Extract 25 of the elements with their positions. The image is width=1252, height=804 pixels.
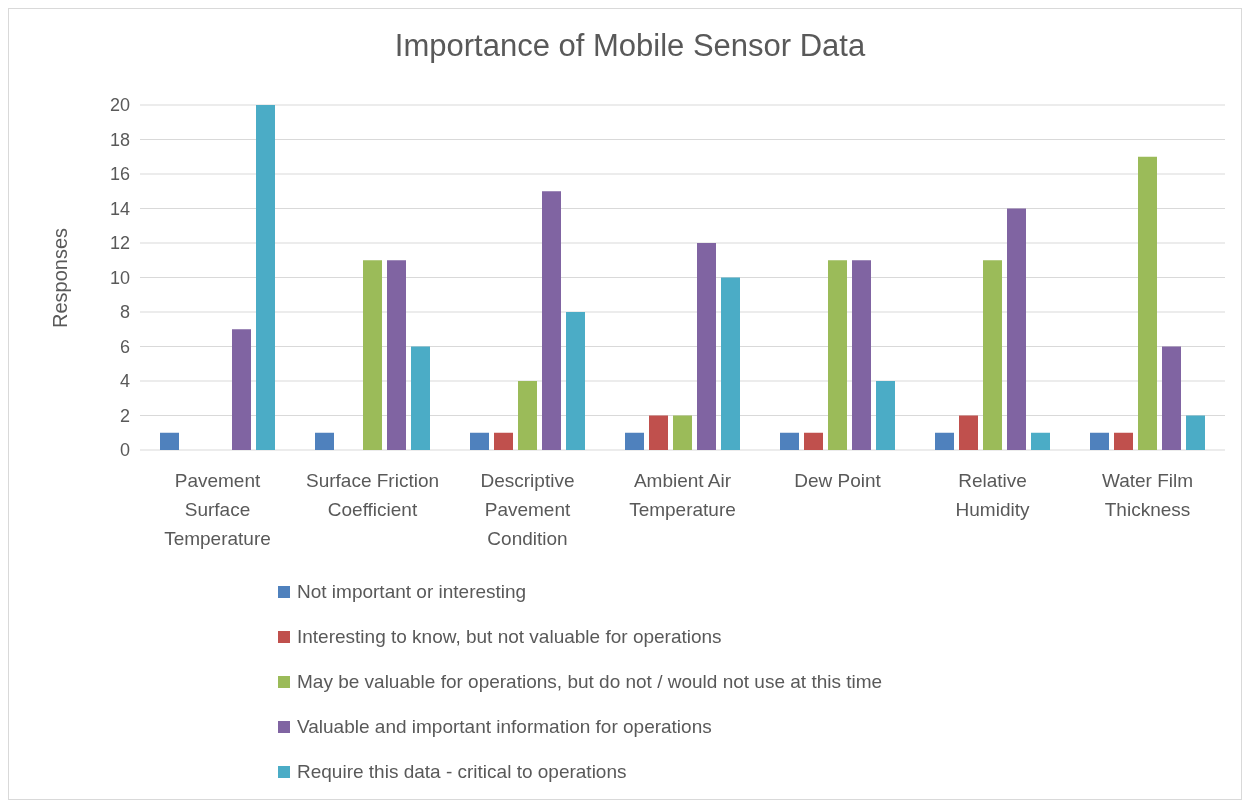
legend-label: Interesting to know, but not valuable for operations — [297, 626, 722, 648]
tick-label: 10 — [109, 267, 130, 288]
category-label: Descriptive Pavement Condition — [479, 469, 576, 551]
category-label: Ambient Air Temperature — [628, 469, 737, 522]
category-label: Dew Point — [793, 469, 882, 493]
tick-label: 12 — [109, 232, 130, 254]
category-label: Pavement Surface Temperature — [163, 469, 272, 551]
tick-label: 18 — [109, 129, 130, 150]
tick-label: 2 — [120, 405, 130, 426]
tick-label: 6 — [120, 336, 130, 357]
category-label: Surface Friction Coefficient — [304, 469, 440, 522]
tick-label: 4 — [120, 370, 130, 392]
tick-label: 0 — [120, 439, 130, 461]
tick-label: 16 — [109, 163, 130, 185]
chart-title: Importance of Mobile Sensor Data — [393, 28, 867, 64]
category-label: Water Film Thickness — [1100, 469, 1195, 522]
axis-title: Responses — [48, 227, 72, 329]
tick-label: 14 — [109, 198, 130, 219]
legend-label: Not important or interesting — [297, 581, 527, 603]
tick-label: 8 — [120, 301, 130, 323]
tick-label: 20 — [109, 94, 130, 116]
legend-label: Valuable and important information for operations — [297, 716, 712, 738]
category-label: Relative Humidity — [954, 469, 1031, 522]
legend-label: Require this data - critical to operations — [297, 761, 627, 783]
legend-label: May be valuable for operations, but do not / would not use at this time — [297, 671, 883, 693]
